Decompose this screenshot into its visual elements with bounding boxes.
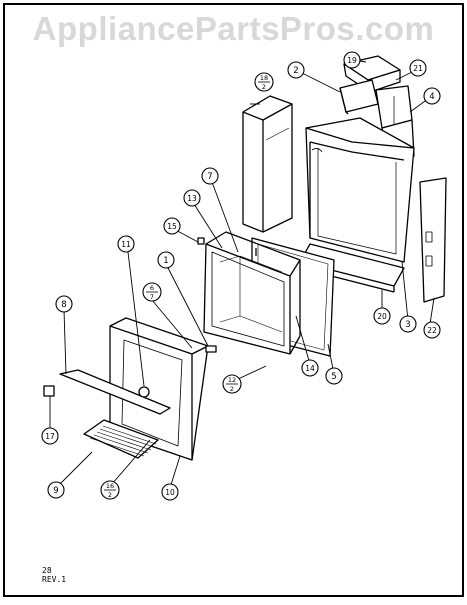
callout-label: 22	[427, 326, 437, 335]
callout-11: 11	[117, 235, 135, 253]
fraction-callout-18: 182	[254, 72, 274, 92]
callout-label: 20	[377, 312, 387, 321]
callout-circle	[409, 59, 427, 77]
callout-circle	[163, 217, 181, 235]
callout-label: 17	[45, 432, 55, 441]
callout-circle	[287, 61, 305, 79]
callout-label: 14	[305, 364, 315, 373]
callout-label: 10	[165, 488, 175, 497]
callout-1: 1	[157, 251, 175, 269]
fraction-numerator: 12	[228, 376, 236, 384]
callout-7: 7	[201, 167, 219, 185]
fraction-numerator: 18	[260, 74, 268, 82]
callout-circle	[41, 427, 59, 445]
callout-10: 10	[161, 483, 179, 501]
watermark: AppliancePartsPros.com	[32, 10, 435, 47]
callout-label: 21	[413, 64, 423, 73]
callout-circle	[157, 251, 175, 269]
callout-circle	[301, 359, 319, 377]
part-side-strip	[419, 177, 447, 303]
callout-circle	[55, 295, 73, 313]
page-border	[3, 3, 464, 597]
callout-3: 3	[399, 315, 417, 333]
callout-label: 11	[121, 240, 131, 249]
callout-21: 21	[409, 59, 427, 77]
callout-circle	[343, 51, 361, 69]
part-screw	[197, 237, 205, 245]
callout-circle	[325, 367, 343, 385]
part-grille	[83, 419, 159, 459]
fraction-callout-6: 67	[142, 282, 162, 302]
callout-label: 5	[331, 372, 336, 382]
callout-label: 15	[167, 222, 177, 231]
fraction-numerator: 16	[106, 482, 114, 490]
callout-14: 14	[301, 359, 319, 377]
callout-20: 20	[373, 307, 391, 325]
callout-15: 15	[163, 217, 181, 235]
callout-circle	[161, 483, 179, 501]
callout-22: 22	[423, 321, 441, 339]
callout-17: 17	[41, 427, 59, 445]
callout-8: 8	[55, 295, 73, 313]
callout-label: 3	[405, 320, 410, 330]
callout-circle	[373, 307, 391, 325]
callout-13: 13	[183, 189, 201, 207]
revision-label: REV.1	[42, 575, 67, 584]
fraction-denominator: 2	[230, 385, 234, 393]
callout-label: 19	[347, 56, 357, 65]
part-bracket	[205, 345, 217, 353]
callout-label: 9	[53, 486, 58, 496]
part-cabinet-liner	[305, 117, 415, 263]
callout-circle	[47, 481, 65, 499]
part-door-frame	[109, 317, 209, 461]
callout-4: 4	[423, 87, 441, 105]
callout-circle	[399, 315, 417, 333]
fraction-numerator: 6	[150, 284, 154, 292]
part-lamp	[138, 386, 150, 398]
fraction-callout-16: 162	[100, 480, 120, 500]
part-clip	[43, 385, 55, 397]
callout-2: 2	[287, 61, 305, 79]
callout-circle	[201, 167, 219, 185]
callout-label: 7	[207, 172, 212, 182]
callout-label: 13	[187, 194, 197, 203]
part-insulation-block	[242, 95, 293, 233]
page-number: 28	[42, 566, 52, 575]
fraction-denominator: 7	[150, 293, 154, 301]
callout-circle	[423, 87, 441, 105]
callout-label: 2	[293, 66, 298, 76]
callout-5: 5	[325, 367, 343, 385]
fraction-denominator: 2	[108, 491, 112, 499]
callout-circle	[117, 235, 135, 253]
page-footer: 28 REV.1	[42, 566, 66, 584]
fraction-denominator: 2	[262, 83, 266, 91]
callout-label: 4	[429, 92, 434, 102]
callout-circle	[423, 321, 441, 339]
part-handle-strip	[59, 369, 171, 415]
callout-label: 1	[163, 256, 168, 266]
callout-label: 8	[61, 300, 66, 310]
callout-circle	[183, 189, 201, 207]
callout-9: 9	[47, 481, 65, 499]
callout-19: 19	[343, 51, 361, 69]
fraction-callout-12: 122	[222, 374, 242, 394]
